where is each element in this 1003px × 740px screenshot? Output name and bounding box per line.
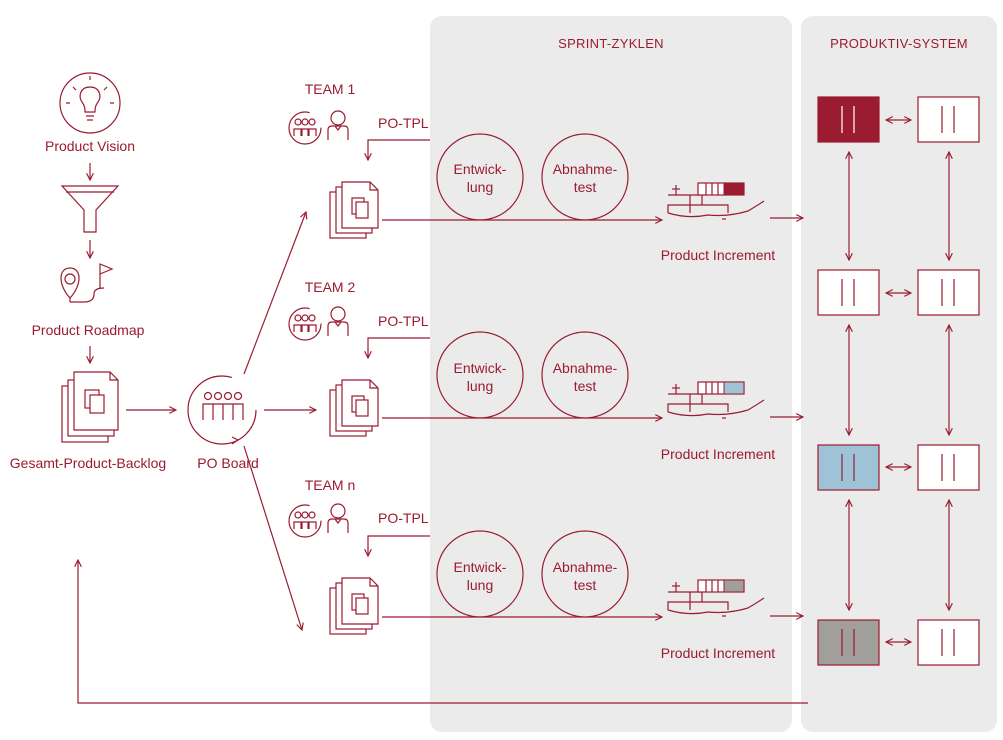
team-n-ship-icon: [667, 579, 765, 617]
team-1-ship-icon: [667, 182, 765, 220]
system-box-2-right: [917, 269, 980, 316]
team-1-step2b: test: [574, 179, 597, 195]
team-n-step2a: Abnahme-: [553, 559, 618, 575]
team-2-doc-icon: [329, 379, 379, 437]
team-1-abnahme-circle: [541, 133, 629, 221]
team-n-entwicklung-circle: [436, 530, 524, 618]
team-2-abnahme-circle: [541, 331, 629, 419]
team-1-container-highlight: [723, 182, 745, 196]
team-1-doc-icon: [329, 181, 379, 239]
team-n-abnahme-circle: [541, 530, 629, 618]
backlog-label: Gesamt-Product-Backlog: [10, 455, 166, 471]
product-vision-label: Product Vision: [45, 138, 135, 154]
system-box-2-left: [817, 269, 880, 316]
po-board-label: PO Board: [197, 455, 258, 471]
team-2-entwicklung-circle: [436, 331, 524, 419]
team-n-po: PO-TPL: [378, 510, 429, 526]
team-n-increment: Product Increment: [661, 645, 775, 661]
system-box-4-left: [817, 619, 880, 666]
team-2-name: TEAM 2: [305, 279, 356, 295]
team-2-step2b: test: [574, 378, 597, 394]
team-row-1: TEAM 1 PO-TPL Entwick- lung Abnahme- tes…: [288, 81, 803, 263]
team-row-n: TEAM n PO-TPL Entwick- lung Abnahme- tes…: [288, 477, 803, 661]
team-n-icon: [288, 503, 349, 538]
produktiv-header: PRODUKTIV-SYSTEM: [830, 36, 968, 51]
team-1-icon: [288, 110, 349, 145]
team-2-increment: Product Increment: [661, 446, 775, 462]
team-2-step1a: Entwick-: [454, 360, 507, 376]
system-grid: [817, 96, 980, 666]
sprint-header: SPRINT-ZYKLEN: [558, 36, 664, 51]
team-1-step2a: Abnahme-: [553, 161, 618, 177]
funnel-icon: [60, 185, 120, 233]
backlog-doc-icon: [61, 371, 119, 443]
team-1-name: TEAM 1: [305, 81, 356, 97]
team-n-step1a: Entwick-: [454, 559, 507, 575]
system-box-3-left: [817, 444, 880, 491]
system-box-1-right: [917, 96, 980, 143]
team-n-step2b: test: [574, 577, 597, 593]
system-box-3-right: [917, 444, 980, 491]
team-2-container-highlight: [723, 381, 745, 395]
team-n-step1b: lung: [467, 577, 493, 593]
team-1-increment: Product Increment: [661, 247, 775, 263]
team-1-entwicklung-circle: [436, 133, 524, 221]
team-n-name: TEAM n: [305, 477, 356, 493]
system-box-4-right: [917, 619, 980, 666]
po-board-icon: [187, 375, 257, 445]
team-1-po: PO-TPL: [378, 115, 429, 131]
team-row-2: TEAM 2 PO-TPL Entwick- lung Abnahme- tes…: [288, 279, 803, 462]
lightbulb-icon: [59, 72, 121, 134]
team-n-container-highlight: [723, 579, 745, 593]
team-2-icon: [288, 306, 349, 341]
team-2-step2a: Abnahme-: [553, 360, 618, 376]
team-1-step1b: lung: [467, 179, 493, 195]
roadmap-icon: [60, 263, 114, 303]
team-1-step1a: Entwick-: [454, 161, 507, 177]
team-2-step1b: lung: [467, 378, 493, 394]
team-n-doc-icon: [329, 577, 379, 635]
system-box-1-left: [817, 96, 880, 143]
product-roadmap-label: Product Roadmap: [32, 322, 145, 338]
team-2-po: PO-TPL: [378, 313, 429, 329]
team-2-ship-icon: [667, 381, 765, 419]
